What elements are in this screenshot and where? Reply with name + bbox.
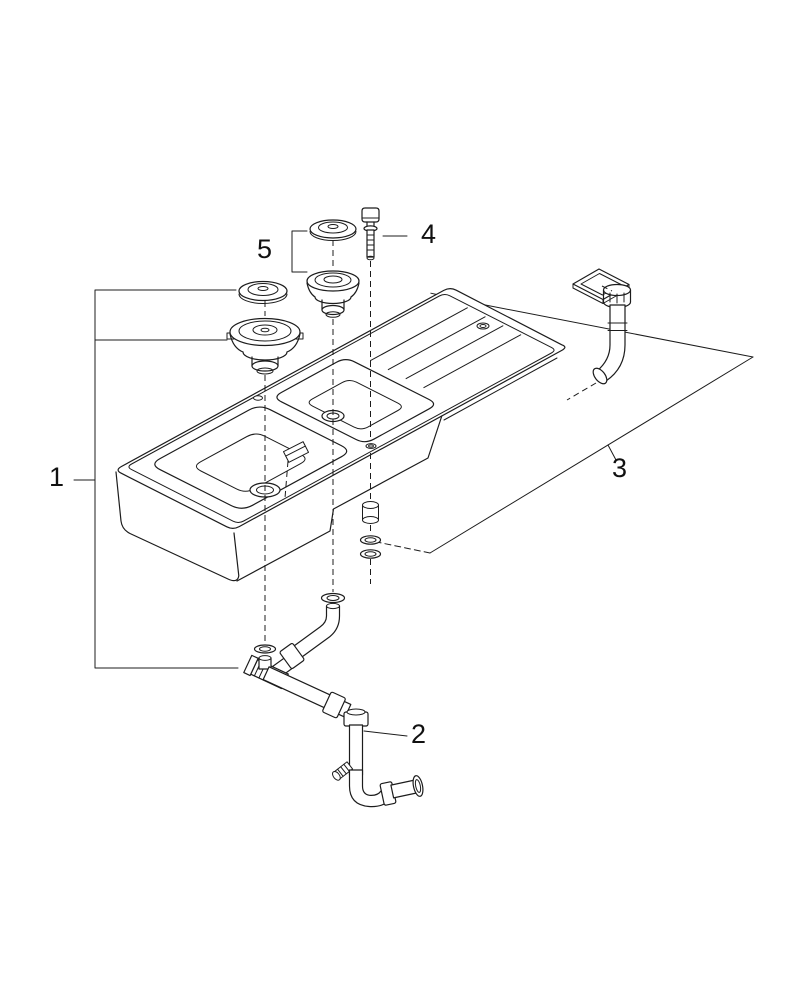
rim-hole-small — [253, 395, 263, 401]
knob-hole — [365, 443, 377, 449]
knob-under-sink-parts — [359, 501, 382, 559]
callout-1-bracket — [73, 289, 239, 669]
trap-outlet-flange — [412, 775, 424, 797]
callout-leader-lines — [73, 230, 408, 737]
trap-assembly — [243, 592, 424, 808]
strainer-flange-left — [238, 280, 288, 304]
part4-fixing-pin — [361, 207, 380, 261]
sink-body — [115, 288, 566, 582]
trap-inlet-gasket — [320, 592, 346, 604]
sink-rim-outer — [117, 288, 566, 529]
strainer-basket-left — [226, 317, 304, 375]
trap-second-gasket — [253, 644, 277, 654]
trap-union-nut — [322, 691, 346, 719]
callout-label-5: 5 — [257, 234, 273, 264]
overflow-pipe — [592, 283, 632, 385]
strainer-basket-mid — [306, 270, 360, 318]
strainer-flange-top — [309, 219, 357, 241]
washer-ring — [359, 535, 382, 545]
sink-rim-inner — [128, 294, 555, 523]
callout-label-3: 3 — [612, 453, 628, 483]
callout-label-4: 4 — [421, 219, 437, 249]
centerline-overflow — [566, 285, 613, 401]
callout-label-1: 1 — [49, 462, 65, 492]
callout-2-leader — [363, 730, 408, 737]
callout-3-tick — [607, 444, 617, 461]
fixing-clip-detail — [282, 441, 310, 499]
assembly-centerlines — [264, 240, 613, 644]
washer-ring — [359, 549, 382, 559]
trap-union-nut — [279, 642, 305, 670]
drainer-grooves — [370, 307, 522, 389]
trap-drain-tap — [332, 761, 354, 781]
drainer-drain-hole — [476, 322, 490, 330]
sink-bowl-large — [154, 406, 348, 509]
callout-5-bracket — [291, 230, 308, 273]
sink-bowl-small — [276, 359, 435, 443]
sink-bowl-small-bottom — [308, 379, 402, 430]
callout-label-2: 2 — [411, 719, 427, 749]
sink-bowl-large-bottom — [195, 433, 306, 492]
